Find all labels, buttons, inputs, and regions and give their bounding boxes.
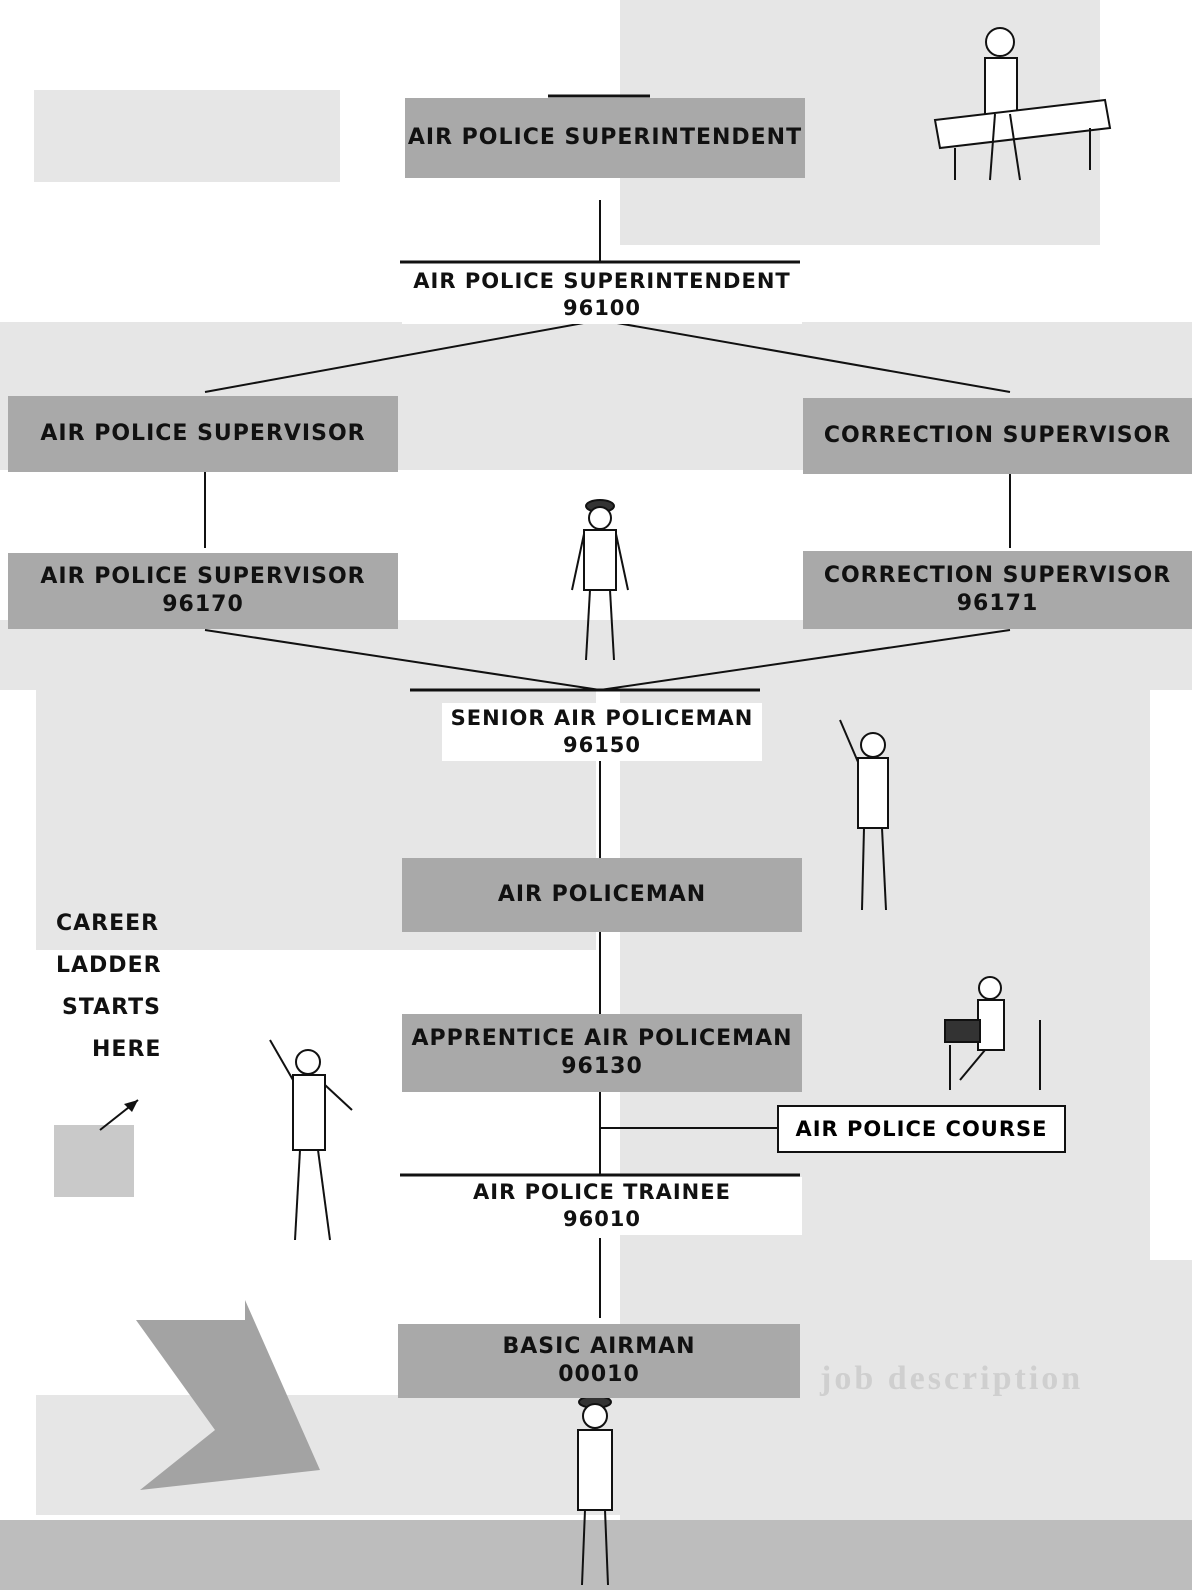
background-panel — [36, 1395, 656, 1515]
traffic-officer-icon — [269, 1039, 353, 1241]
supervisor-right-top-title: CORRECTION SUPERVISOR — [823, 423, 1172, 448]
trainee-code: 96010 — [562, 1207, 642, 1231]
senior-policeman-code: 96150 — [562, 733, 642, 757]
supervisor-right-code: 96171 — [956, 591, 1039, 616]
supervisor-left-code: 96170 — [162, 592, 244, 617]
apprentice-box: APPRENTICE AIR POLICEMAN 96130 — [402, 1014, 802, 1092]
apprentice-title: APPRENTICE AIR POLICEMAN — [411, 1026, 793, 1051]
trainee-node: AIR POLICE TRAINEE 96010 — [402, 1177, 802, 1235]
arrow-shape — [136, 1300, 320, 1490]
ladder-word-ladder: LADDER — [56, 953, 162, 978]
superintendent-node: AIR POLICE SUPERINTENDENT 96100 — [402, 266, 802, 324]
top-superintendent-title: AIR POLICE SUPERINTENDENT — [407, 125, 803, 150]
trainee-title: AIR POLICE TRAINEE — [473, 1180, 731, 1204]
basic-airman-code: 00010 — [558, 1362, 640, 1387]
superintendent-code: 96100 — [562, 296, 642, 320]
supervisor-left-box: AIR POLICE SUPERVISOR 96170 — [8, 553, 398, 629]
basic-airman-title: BASIC AIRMAN — [502, 1334, 696, 1359]
desk-figure-icon — [933, 27, 1112, 181]
background-panel — [54, 1125, 134, 1197]
supervisor-right-top-box: CORRECTION SUPERVISOR — [803, 398, 1192, 474]
ladder-word-here: HERE — [92, 1037, 162, 1062]
senior-policeman-node: SENIOR AIR POLICEMAN 96150 — [442, 703, 762, 761]
supervisor-left-title: AIR POLICE SUPERVISOR — [40, 564, 366, 589]
superintendent-title: AIR POLICE SUPERINTENDENT — [413, 269, 791, 293]
basic-airman-box: BASIC AIRMAN 00010 — [398, 1324, 800, 1398]
background-panel — [34, 90, 340, 182]
ladder-word-career: CAREER — [56, 911, 160, 936]
policeman-title: AIR POLICEMAN — [497, 882, 707, 907]
standing-officer-icon — [571, 499, 629, 661]
bottom-band — [0, 1520, 1192, 1590]
apprentice-code: 96130 — [561, 1054, 643, 1079]
senior-policeman-title: SENIOR AIR POLICEMAN — [450, 706, 754, 730]
top-superintendent-box: AIR POLICE SUPERINTENDENT — [405, 98, 805, 178]
pointing-officer-icon — [839, 719, 889, 911]
saluting-figure-icon — [577, 1395, 613, 1586]
supervisor-right-box: CORRECTION SUPERVISOR 96171 — [803, 551, 1192, 629]
supervisor-left-top-box: AIR POLICE SUPERVISOR — [8, 396, 398, 472]
ladder-word-starts: STARTS — [62, 995, 161, 1020]
typist-icon — [944, 976, 1041, 1090]
supervisor-left-top-title: AIR POLICE SUPERVISOR — [40, 421, 366, 446]
ghost-heading: job description — [820, 1360, 1084, 1397]
policeman-box: AIR POLICEMAN — [402, 858, 802, 932]
supervisor-right-title: CORRECTION SUPERVISOR — [823, 563, 1172, 588]
air-police-course-box: AIR POLICE COURSE — [777, 1105, 1066, 1153]
